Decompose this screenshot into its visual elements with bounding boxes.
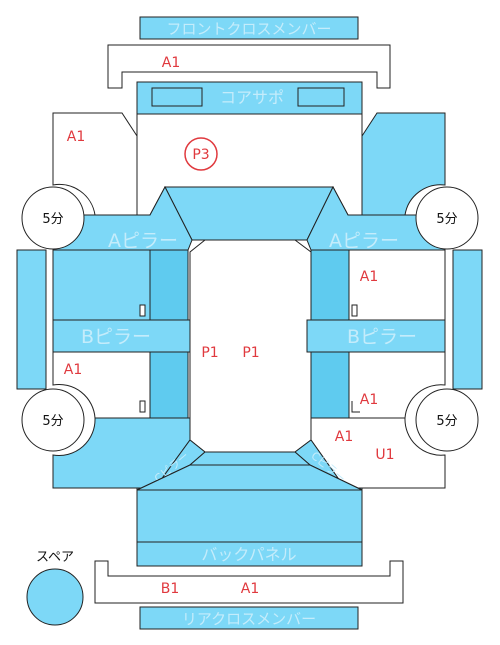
right-rear-fender-damage-label-1: A1 [335, 429, 353, 445]
front-cross-member-panel[interactable] [139, 16, 359, 40]
core-support-panel[interactable] [136, 81, 363, 115]
b-pillar-right-label: Bピラー [347, 326, 417, 348]
rear-member-damage-label-2: A1 [241, 581, 259, 597]
rear-cross-member-panel[interactable] [139, 606, 359, 630]
windshield-panel[interactable] [164, 186, 334, 241]
tire-front-left[interactable] [21, 186, 85, 250]
a-pillar-right-label: Aピラー [329, 230, 399, 252]
left-front-door-panel[interactable] [52, 249, 151, 321]
front-left-fender-damage-label: A1 [67, 129, 85, 145]
right-rear-fender-damage-label-2: U1 [375, 447, 394, 463]
trunk-panel[interactable] [136, 489, 363, 543]
b-pillar-left-panel[interactable] [52, 319, 193, 353]
front-bracket-panel[interactable] [107, 44, 391, 89]
spare-tire-label: スペア [36, 550, 74, 565]
tire-front-right[interactable] [415, 186, 479, 250]
roof-right-damage-label: P1 [242, 345, 259, 361]
spare-tire[interactable] [26, 568, 84, 626]
tire-front-right-label: 5分 [436, 212, 457, 227]
left-rear-fender-panel[interactable] [52, 417, 191, 489]
right-rear-fender-panel[interactable] [310, 417, 446, 489]
hood-damage-label: P3 [192, 147, 209, 163]
right-side-step-panel[interactable] [452, 249, 483, 390]
hood-damage-circle [184, 137, 218, 171]
core-support-left-slot [151, 87, 203, 107]
roof-left-damage-label: P1 [201, 345, 218, 361]
back-panel[interactable] [136, 541, 363, 567]
core-support-label: コアサポ [220, 88, 284, 107]
tire-rear-left[interactable] [21, 388, 85, 452]
rear-cross-member-label: リアクロスメンバー [182, 610, 316, 628]
a-pillar-left-label: Aピラー [108, 230, 178, 252]
tire-rear-right-label: 5分 [436, 414, 457, 429]
left-rear-door-damage-label: A1 [64, 362, 82, 378]
tire-front-left-label: 5分 [42, 212, 63, 227]
right-front-door-damage-label: A1 [360, 269, 378, 285]
tire-rear-right[interactable] [415, 388, 479, 452]
front-member-damage-label: A1 [162, 55, 180, 71]
back-panel-label: バックパネル [201, 545, 296, 564]
tire-rear-left-label: 5分 [42, 414, 63, 429]
core-support-right-slot [297, 87, 345, 107]
rear-glass-upper-panel[interactable] [188, 451, 312, 466]
right-front-door-panel[interactable] [348, 249, 446, 321]
right-rear-door-handle [351, 401, 360, 413]
front-cross-member-label: フロントクロスメンバー [166, 20, 331, 38]
right-front-door-handle [351, 304, 358, 317]
rear-member-damage-label-1: B1 [161, 581, 180, 597]
left-front-door-handle [139, 304, 146, 317]
right-rear-door-damage-label: A1 [360, 392, 378, 408]
b-pillar-right-panel[interactable] [306, 319, 446, 353]
b-pillar-left-label: Bピラー [81, 326, 151, 348]
left-rear-door-handle [139, 400, 146, 413]
rear-bracket-panel[interactable] [94, 560, 404, 604]
left-side-step-panel[interactable] [16, 249, 47, 390]
